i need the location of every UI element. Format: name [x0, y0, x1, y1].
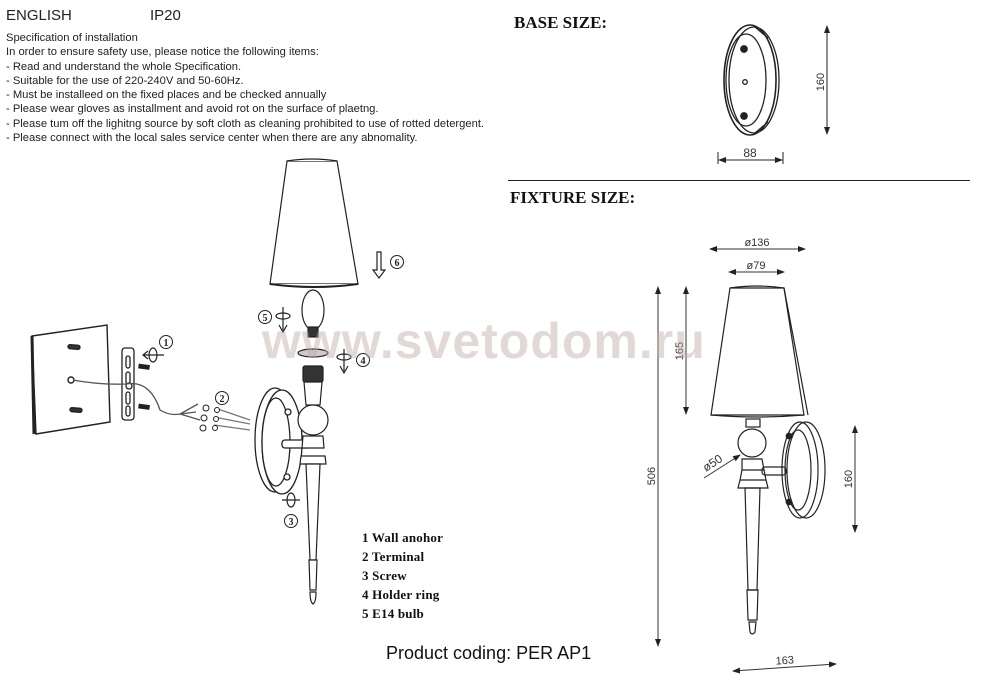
assembly-lamp-body	[269, 158, 359, 605]
section-divider	[508, 180, 970, 181]
callout-1: 1	[164, 338, 169, 349]
spec-title: Specification of installation	[6, 32, 138, 44]
shade-inner-diameter: ø79	[747, 260, 766, 272]
shade-outer-diameter: ø136	[744, 237, 769, 249]
product-coding: Product coding: PER AP1	[386, 643, 592, 663]
base-width-value: 88	[743, 146, 757, 160]
spec-item: - Please tum off the lighitng source by …	[6, 117, 485, 130]
spec-intro: In order to ensure safety use, please no…	[6, 46, 319, 59]
legend-item: 3 Screw	[362, 568, 407, 583]
callout-6: 6	[395, 258, 400, 269]
legend-item: 2 Terminal	[362, 549, 425, 564]
base-height-value: 160	[815, 73, 827, 91]
watermark: www.svetodom.ru	[262, 313, 706, 369]
spec-item: - Please connect with the local sales se…	[6, 132, 418, 145]
projection-dim-line	[732, 661, 837, 674]
base-size-title: BASE SIZE:	[514, 13, 608, 32]
callout-3: 3	[289, 517, 294, 528]
spec-item: - Must be installeed on the fixed places…	[6, 89, 327, 102]
legend-item: 4 Holder ring	[362, 587, 440, 602]
fixture-size-title: FIXTURE SIZE:	[510, 188, 636, 207]
callout-2: 2	[220, 394, 225, 405]
callout-4: 4	[361, 356, 366, 367]
assembly-arrows	[142, 251, 387, 508]
projection-value: 163	[775, 654, 794, 667]
spec-item: - Read and understand the whole Specific…	[6, 60, 242, 73]
terminal-screws	[199, 404, 220, 432]
assembly-wall-plate	[254, 387, 311, 495]
parts-legend: 1 Wall anohor 2 Terminal 3 Screw 4 Holde…	[362, 528, 443, 623]
language-label: ENGLISH	[6, 7, 72, 24]
base-fixture-height-value: 160	[843, 470, 855, 488]
wall-panel	[30, 324, 111, 435]
base-plate-drawing	[723, 24, 780, 136]
spec-item: - Suitable for the use of 220-240V and 5…	[6, 74, 244, 87]
step-callouts	[159, 255, 404, 528]
shade-height-value: 165	[674, 342, 686, 360]
wires	[72, 379, 251, 431]
total-height-value: 506	[646, 467, 658, 485]
base-width-dimension	[717, 152, 784, 164]
specification-block: Specification of installation In order t…	[6, 31, 484, 145]
ball-diameter-value: ø50	[700, 451, 725, 474]
fixture-drawing	[710, 285, 826, 635]
callout-5: 5	[263, 313, 268, 324]
legend-item: 1 Wall anohor	[362, 530, 444, 545]
ball-dim-line	[703, 454, 741, 479]
ip-rating: IP20	[150, 7, 181, 24]
spec-item: - Please wear gloves as installment and …	[6, 103, 379, 116]
legend-item: 5 E14 bulb	[362, 606, 424, 621]
